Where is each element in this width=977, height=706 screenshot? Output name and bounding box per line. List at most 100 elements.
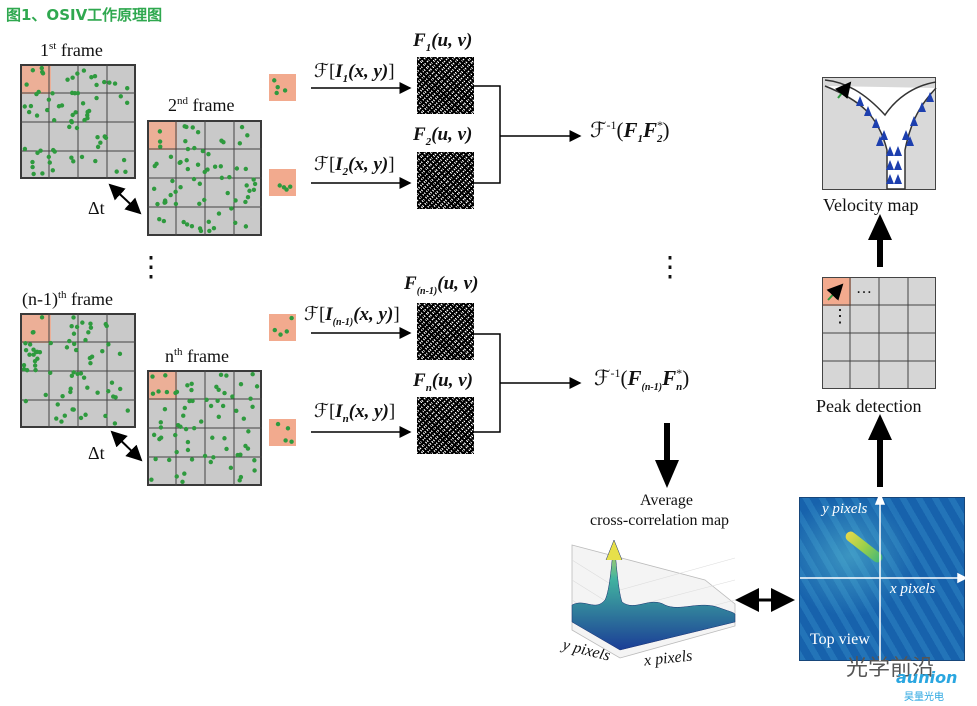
particle-dot xyxy=(161,218,167,224)
particle-dot xyxy=(102,134,107,139)
ft-i1: ℱ[I1(x, y)] xyxy=(314,61,395,85)
particle-dot xyxy=(206,151,211,157)
particle-dot xyxy=(85,385,90,390)
particle-dot xyxy=(208,403,214,409)
particle-dot xyxy=(251,187,257,192)
heatmap-axes xyxy=(800,491,968,661)
particle-dot xyxy=(173,432,178,438)
particle-dot xyxy=(81,68,87,73)
particle-dot xyxy=(71,370,76,375)
particle-dot xyxy=(284,329,289,334)
particle-dot xyxy=(173,189,178,195)
particle-dot xyxy=(198,228,204,234)
particle-dot xyxy=(71,331,77,336)
particle-dot xyxy=(69,324,74,329)
ft-i2: ℱ[I2(x, y)] xyxy=(314,154,395,178)
particle-dot xyxy=(219,175,225,181)
velocity-arrow xyxy=(918,102,926,112)
particle-dot xyxy=(30,330,36,335)
particle-dot xyxy=(243,199,248,205)
particle-dot xyxy=(189,387,194,393)
particle-dot xyxy=(95,144,101,150)
particle-dot xyxy=(106,342,111,347)
particle-dot xyxy=(214,384,219,390)
particle-dot xyxy=(125,408,130,413)
frame-n1-label: (n-1)th frame xyxy=(22,289,114,309)
particle-dot xyxy=(88,360,93,366)
particle-dot xyxy=(237,141,243,146)
particle-dot xyxy=(173,201,179,207)
particle-dot xyxy=(185,447,191,453)
particle-dot xyxy=(221,140,226,145)
particle-dot xyxy=(195,162,201,167)
particle-dot xyxy=(35,150,40,156)
particle-dot xyxy=(78,415,84,421)
particle-dot xyxy=(216,211,222,216)
particle-dot xyxy=(94,82,99,88)
particle-dot xyxy=(238,381,244,387)
particle-dot xyxy=(156,389,161,394)
velocity-arrow xyxy=(906,136,914,146)
particle-dot xyxy=(210,435,215,440)
particle-dot xyxy=(21,363,27,368)
particle-dot xyxy=(71,159,76,164)
particle-dot xyxy=(94,95,99,101)
particle-dot xyxy=(180,479,185,485)
particle-dot xyxy=(248,396,253,401)
particle-dots xyxy=(21,65,294,485)
particle-dot xyxy=(241,416,247,421)
particle-dot xyxy=(109,380,115,385)
particle-dot xyxy=(234,408,239,414)
particle-dot xyxy=(272,327,278,333)
velocity-arrows xyxy=(856,92,934,184)
particle-dot xyxy=(65,77,70,82)
particle-dot xyxy=(157,216,162,222)
particle-dot xyxy=(117,386,123,392)
particle-dot xyxy=(30,159,35,165)
particle-dot xyxy=(70,75,75,80)
particle-dot xyxy=(192,145,197,151)
particle-dot xyxy=(216,387,221,393)
particle-dot xyxy=(48,370,53,376)
particle-dot xyxy=(107,80,112,85)
particle-dot xyxy=(225,190,230,196)
particle-dot xyxy=(27,352,32,357)
particle-dot xyxy=(183,139,188,144)
velocity-arrow xyxy=(902,130,910,140)
particle-dot xyxy=(282,88,288,93)
dt-arrow-bottom xyxy=(110,430,143,462)
particle-dot xyxy=(93,158,98,164)
particle-dot xyxy=(211,225,217,231)
ellipsis-horizontal: … xyxy=(856,280,872,297)
particle-dot xyxy=(185,166,191,172)
particle-dot xyxy=(106,388,111,394)
particle-dot xyxy=(199,419,204,424)
particle-dot xyxy=(174,474,179,479)
particle-dot xyxy=(278,332,283,337)
particle-dot xyxy=(32,363,38,368)
particle-dot xyxy=(75,71,80,76)
particle-dot xyxy=(100,349,105,354)
particle-dot xyxy=(277,183,282,188)
particle-dot xyxy=(83,337,88,343)
particle-dot xyxy=(72,91,78,96)
fft-image-2 xyxy=(417,152,474,209)
particle-dot xyxy=(80,101,86,106)
particle-dot xyxy=(69,155,74,160)
particle-dot xyxy=(247,188,252,194)
particle-dot xyxy=(238,452,243,457)
particle-dot xyxy=(123,169,128,174)
x-pixels-label-top: x pixels xyxy=(890,581,936,597)
particle-dot xyxy=(37,350,43,355)
particle-dot xyxy=(158,420,163,425)
particle-dot xyxy=(33,349,39,355)
particle-dot xyxy=(163,373,168,378)
velocity-arrow xyxy=(872,118,880,128)
frame-n-label: nth frame xyxy=(165,346,230,366)
particle-dot xyxy=(81,375,87,380)
particle-dot xyxy=(88,321,93,326)
flow-arrows xyxy=(655,214,892,612)
particle-dot xyxy=(27,342,33,347)
particle-dot xyxy=(216,414,221,420)
